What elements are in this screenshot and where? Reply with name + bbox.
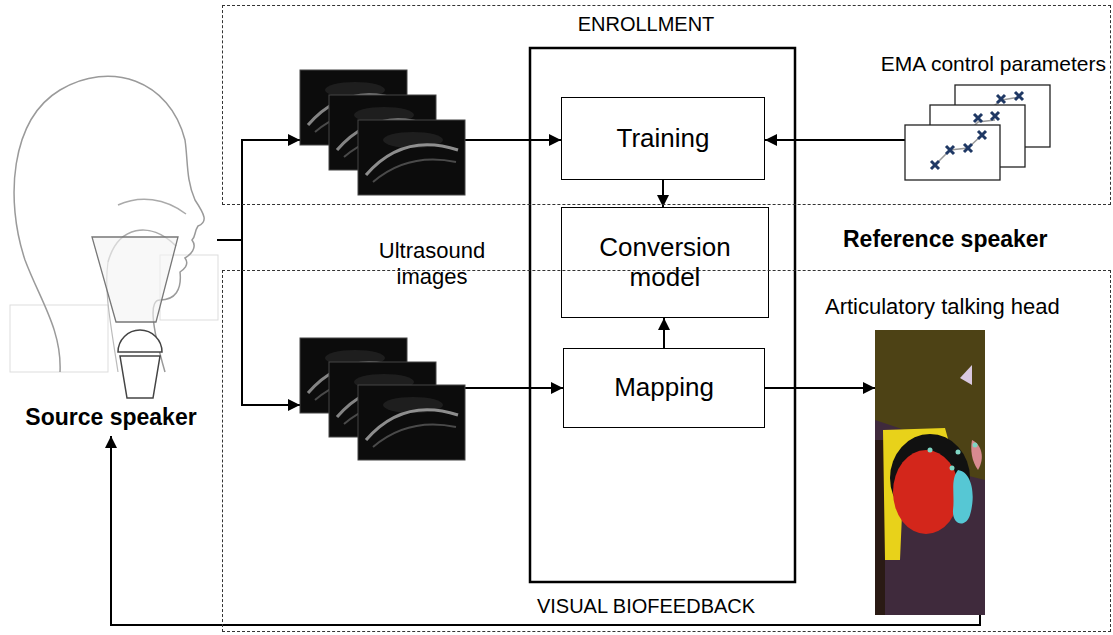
talking-head-illustration (875, 330, 985, 615)
box-label: Conversion model (570, 233, 760, 293)
speaker-figure: Source speaker (5, 70, 217, 436)
figure-caption: EMA control parameters (881, 52, 1106, 76)
flow-arrow (111, 436, 980, 625)
process-box: Training (561, 97, 765, 180)
figure-caption: Articulatory talking head (825, 294, 1060, 319)
flow-arrow (662, 180, 664, 207)
ultrasound-stack (288, 70, 465, 195)
process-box: Conversion model (561, 207, 769, 318)
image-caption: Ultrasound images (368, 238, 496, 290)
box-label: Mapping (614, 373, 714, 403)
speaker-role: Reference speaker (843, 226, 1048, 253)
system-box (530, 48, 795, 582)
flow-arrow (217, 240, 563, 405)
region-title: ENROLLMENT (578, 13, 715, 36)
figure-caption: Source speaker (25, 404, 196, 430)
flow-arrow (663, 318, 665, 348)
ema-frames: EMA control parameters (905, 80, 1050, 180)
ema-frames-illustration (905, 85, 1050, 180)
flow-arrow (765, 387, 875, 389)
talking-head-figure: Articulatory talking head (875, 330, 985, 615)
stage-region: VISUAL BIOFEEDBACK Mapping Articulatory ta… (222, 270, 1111, 632)
ultrasound-stack (288, 338, 465, 460)
head-illustration (10, 76, 218, 398)
region-title: VISUAL BIOFEEDBACK (537, 595, 755, 618)
flow-arrow (765, 139, 905, 141)
stage-region: ENROLLMENT Training EMA control parameters (222, 5, 1111, 205)
process-box: Mapping (563, 348, 765, 428)
box-label: Training (617, 124, 710, 154)
